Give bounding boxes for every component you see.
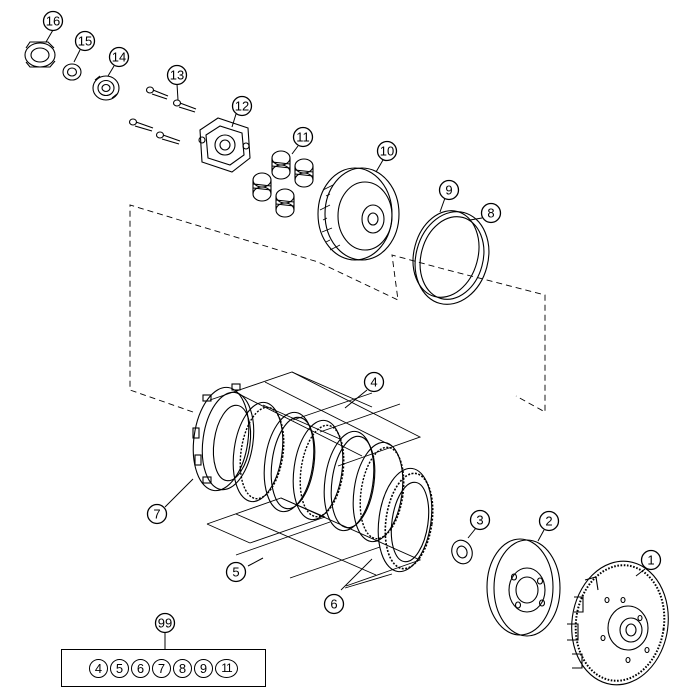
part-16-nut bbox=[24, 41, 56, 68]
callout-9: 9 bbox=[438, 179, 460, 201]
svg-text:3: 3 bbox=[476, 513, 483, 528]
kit-item-7: 7 bbox=[152, 658, 171, 678]
callout-2: 2 bbox=[538, 510, 560, 532]
callout-7: 7 bbox=[146, 503, 168, 525]
kit-item-4: 4 bbox=[89, 658, 108, 678]
part-12-pressure-plate bbox=[198, 117, 251, 173]
callouts: 16 15 14 13 12 11 10 9 bbox=[42, 10, 662, 634]
callout-grid-5 bbox=[206, 497, 422, 587]
callout-8: 8 bbox=[480, 202, 502, 224]
svg-text:7: 7 bbox=[153, 507, 160, 522]
callout-15: 15 bbox=[74, 30, 96, 52]
part-11-springs bbox=[252, 150, 314, 218]
svg-text:8: 8 bbox=[487, 206, 494, 221]
part-2-pressure-disc bbox=[486, 538, 561, 637]
part-8-damper-ring bbox=[414, 211, 490, 305]
part-10-inner-hub bbox=[317, 167, 400, 261]
callout-5: 5 bbox=[225, 561, 247, 583]
callout-14: 14 bbox=[108, 46, 130, 68]
assembly-guide-lines bbox=[129, 204, 546, 413]
part-13-bolts bbox=[128, 86, 197, 145]
part-1-clutch-basket bbox=[567, 560, 669, 686]
leader-lines bbox=[45, 29, 646, 649]
kit-item-6: 6 bbox=[131, 658, 150, 678]
svg-text:11: 11 bbox=[296, 130, 310, 145]
kit-contents-box: 4 5 6 7 8 9 11 bbox=[61, 649, 266, 687]
part-4-6-disc-stack bbox=[232, 401, 434, 573]
svg-text:10: 10 bbox=[380, 144, 394, 159]
callout-6: 6 bbox=[323, 593, 345, 615]
part-14-bearing bbox=[92, 75, 120, 101]
callout-grid-4 bbox=[209, 371, 422, 467]
part-7-clutch-plate bbox=[192, 383, 255, 492]
kit-item-9: 9 bbox=[194, 658, 213, 678]
callout-16: 16 bbox=[42, 10, 64, 32]
kit-item-11: 11 bbox=[215, 658, 238, 678]
callout-grid-6 bbox=[340, 558, 393, 591]
callout-99: 99 bbox=[154, 612, 176, 634]
part-15-washer bbox=[62, 63, 82, 81]
svg-text:4: 4 bbox=[370, 375, 377, 390]
svg-text:6: 6 bbox=[330, 597, 337, 612]
svg-text:12: 12 bbox=[235, 99, 249, 114]
callout-4: 4 bbox=[363, 371, 385, 393]
svg-text:15: 15 bbox=[78, 34, 92, 49]
svg-text:13: 13 bbox=[170, 68, 184, 83]
svg-text:16: 16 bbox=[46, 14, 60, 29]
callout-1: 1 bbox=[640, 549, 662, 571]
svg-text:5: 5 bbox=[232, 565, 239, 580]
kit-item-8: 8 bbox=[173, 658, 192, 678]
svg-text:9: 9 bbox=[445, 183, 452, 198]
svg-text:14: 14 bbox=[112, 50, 126, 65]
callout-13: 13 bbox=[166, 64, 188, 86]
svg-text:1: 1 bbox=[647, 553, 654, 568]
part-3-thrust-washer bbox=[451, 539, 473, 565]
svg-text:99: 99 bbox=[158, 616, 172, 631]
svg-text:2: 2 bbox=[545, 514, 552, 529]
callout-12: 12 bbox=[231, 95, 253, 117]
callout-3: 3 bbox=[469, 509, 491, 531]
kit-item-5: 5 bbox=[110, 658, 129, 678]
callout-10: 10 bbox=[376, 140, 398, 162]
callout-11: 11 bbox=[292, 126, 314, 148]
